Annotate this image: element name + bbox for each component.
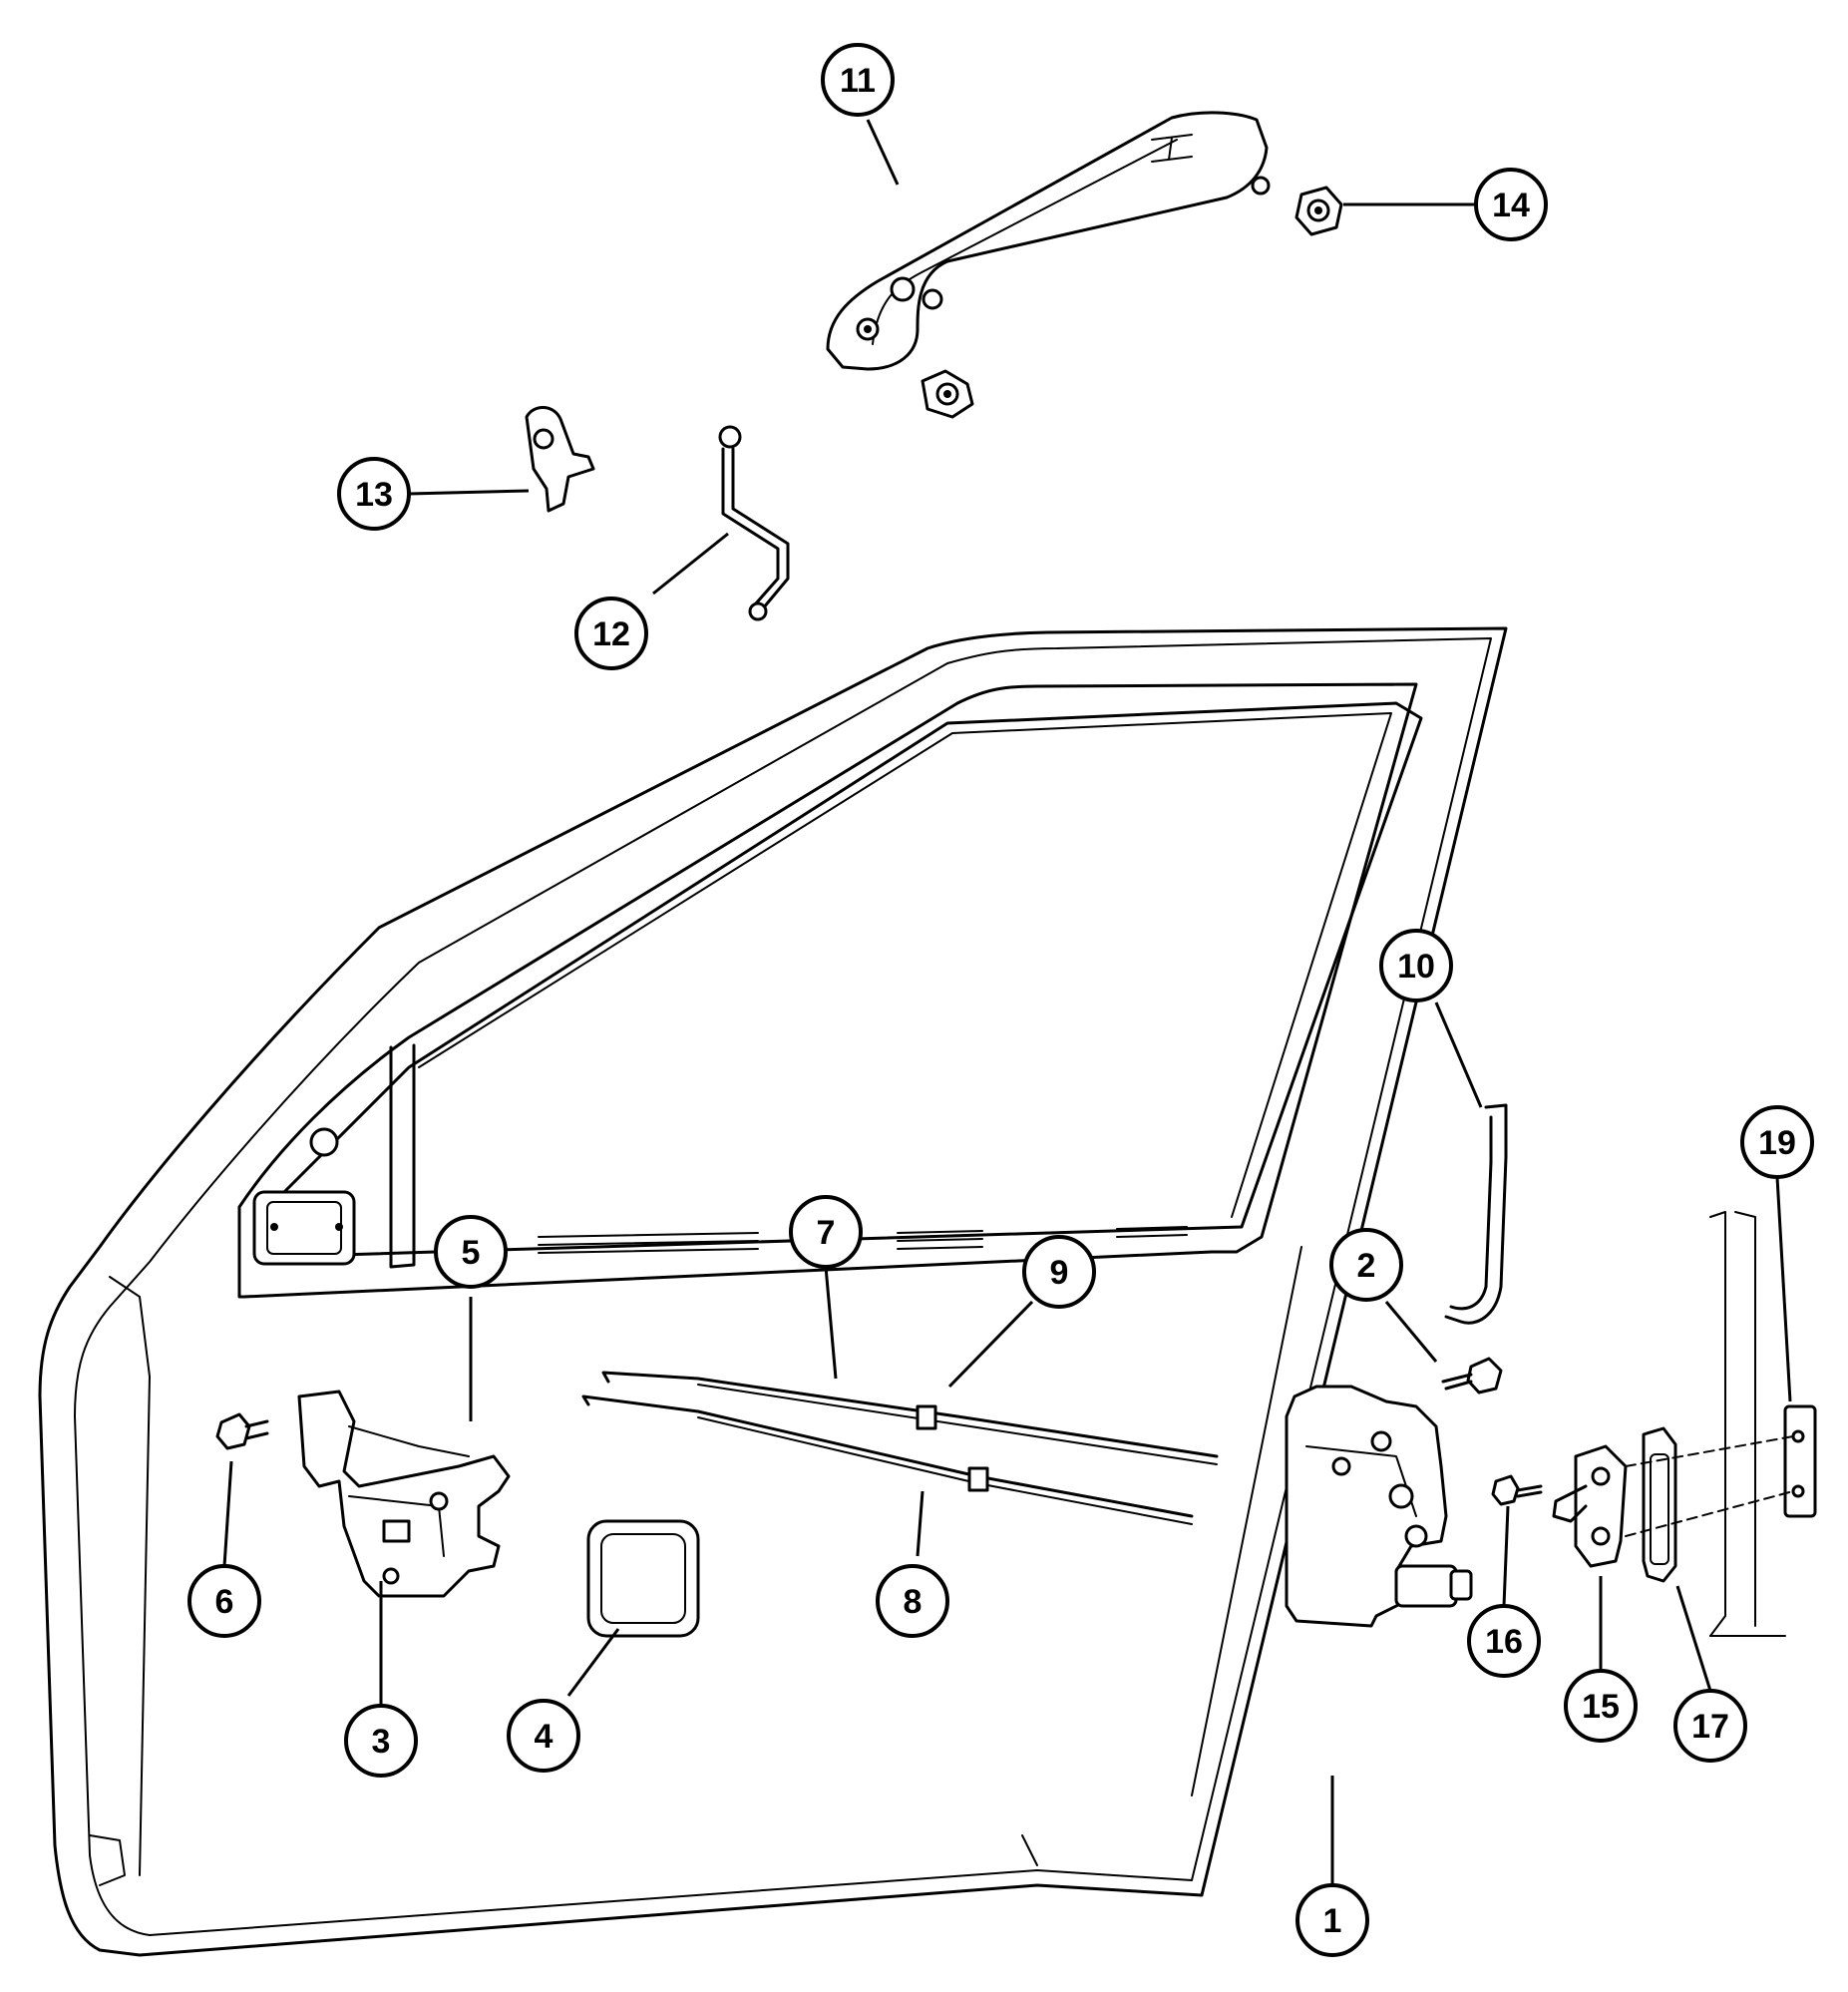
- callout-11: 11: [821, 43, 895, 117]
- callout-14: 14: [1474, 168, 1548, 241]
- rod-clip: [525, 406, 595, 513]
- callout-16: 16: [1467, 1604, 1541, 1678]
- svg-text:13: 13: [355, 476, 393, 514]
- svg-text:14: 14: [1492, 187, 1530, 224]
- mirror-bolt-hole: [309, 1127, 339, 1157]
- callout-17: 17: [1673, 1689, 1747, 1763]
- callouts: 1 2 3 4 5 6 7 8: [187, 43, 1814, 1957]
- lock-rod: [1444, 1103, 1508, 1325]
- callout-12: 12: [574, 597, 648, 670]
- svg-text:2: 2: [1357, 1247, 1376, 1285]
- latch-screw: [1441, 1357, 1503, 1394]
- callout-4: 4: [507, 1699, 580, 1773]
- svg-text:8: 8: [904, 1583, 923, 1621]
- svg-text:11: 11: [840, 62, 876, 100]
- svg-text:9: 9: [1050, 1254, 1069, 1292]
- callout-5: 5: [434, 1215, 508, 1289]
- svg-text:5: 5: [462, 1234, 481, 1272]
- callout-7: 7: [789, 1195, 863, 1269]
- callout-10: 10: [1379, 929, 1453, 1002]
- svg-text:17: 17: [1691, 1708, 1729, 1746]
- svg-text:16: 16: [1485, 1623, 1523, 1661]
- inside-handle-assembly: [297, 1390, 511, 1598]
- door-striker: [1552, 1444, 1628, 1568]
- callout-8: 8: [876, 1564, 949, 1638]
- svg-text:19: 19: [1758, 1124, 1796, 1162]
- svg-text:12: 12: [592, 615, 630, 653]
- door-shell: [38, 626, 1508, 1957]
- callout-6: 6: [187, 1564, 261, 1638]
- door-latch-assembly: [1285, 1385, 1473, 1628]
- outside-door-handle: [826, 111, 1271, 371]
- striker-screw: [1491, 1474, 1543, 1506]
- callout-2: 2: [1329, 1228, 1403, 1302]
- handle-bolt: [215, 1412, 269, 1450]
- b-pillar: [1625, 1211, 1817, 1637]
- mirror-mount: [252, 1190, 356, 1266]
- callout-9: 9: [1022, 1235, 1096, 1309]
- callout-1: 1: [1295, 1883, 1369, 1957]
- svg-text:4: 4: [535, 1718, 554, 1756]
- lock-rods: [581, 1371, 1219, 1525]
- svg-text:10: 10: [1397, 948, 1435, 986]
- callout-3: 3: [344, 1704, 418, 1778]
- handle-nut-lower: [921, 369, 974, 419]
- leader-lines: [222, 119, 1792, 1885]
- callout-15: 15: [1564, 1669, 1638, 1743]
- svg-text:6: 6: [215, 1583, 234, 1621]
- svg-text:3: 3: [372, 1723, 391, 1761]
- callout-13: 13: [337, 457, 411, 531]
- svg-text:1: 1: [1323, 1902, 1342, 1940]
- handle-rod: [718, 425, 790, 621]
- grommet: [586, 1519, 700, 1638]
- svg-text:7: 7: [817, 1214, 836, 1252]
- striker-shim: [1642, 1426, 1677, 1583]
- callout-19: 19: [1740, 1105, 1814, 1179]
- svg-text:15: 15: [1582, 1688, 1620, 1726]
- handle-nut: [1294, 186, 1343, 236]
